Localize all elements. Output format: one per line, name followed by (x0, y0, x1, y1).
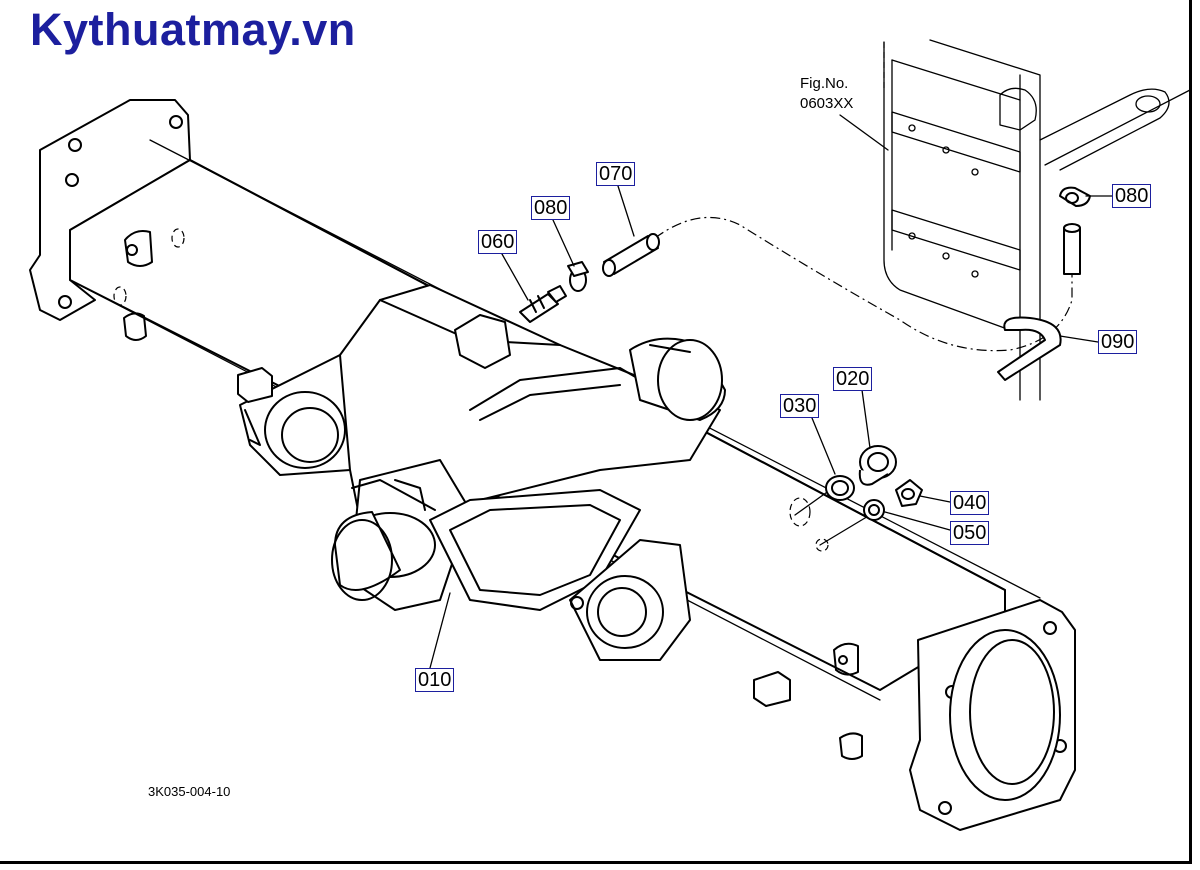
drawing-number: 3K035-004-10 (148, 784, 231, 799)
axle-housing-body (29, 99, 1076, 831)
site-watermark: Kythuatmay.vn (30, 4, 356, 55)
leader-lines (429, 114, 1113, 669)
cable-tie-090 (997, 316, 1062, 381)
washer-050 (863, 499, 885, 521)
figure-reference: Fig.No. 0603XX (800, 74, 853, 114)
callout-030[interactable]: 030 (780, 394, 820, 418)
washer-030 (825, 475, 855, 501)
callout-060[interactable]: 060 (478, 230, 518, 254)
callout-090[interactable]: 090 (1098, 330, 1138, 354)
clamp-080-left (567, 261, 589, 292)
hose-right-segment (1063, 223, 1081, 275)
callout-020[interactable]: 020 (833, 367, 873, 391)
callout-080-left[interactable]: 080 (531, 196, 571, 220)
hose-route-line (654, 216, 1073, 352)
figure-reference-label: Fig.No. (800, 75, 849, 92)
plug-020 (858, 445, 897, 486)
callout-070[interactable]: 070 (596, 162, 636, 186)
plug-040 (895, 479, 923, 507)
callout-050[interactable]: 050 (950, 521, 990, 545)
hose-070 (602, 233, 660, 277)
clamp-080-right (1059, 186, 1091, 207)
mounting-frame-drawing (883, 39, 1191, 401)
callout-080-right[interactable]: 080 (1112, 184, 1152, 208)
figure-reference-number: 0603XX (800, 95, 854, 112)
callout-040[interactable]: 040 (950, 491, 990, 515)
callout-010[interactable]: 010 (415, 668, 455, 692)
fitting-060 (519, 285, 567, 323)
